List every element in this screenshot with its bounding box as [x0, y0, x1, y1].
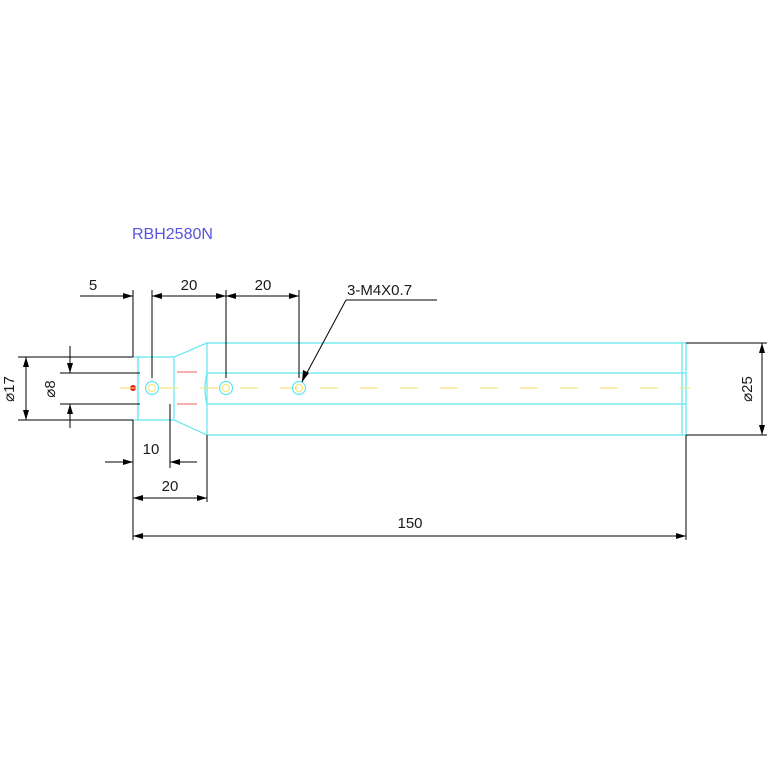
arrow-20b-end	[289, 293, 299, 299]
callout-arrow	[302, 370, 309, 382]
dim-top-chain: 5 20 20	[80, 277, 300, 378]
arrow-5-right	[123, 293, 133, 299]
hole-3-inner	[295, 384, 303, 392]
tapped-holes	[144, 380, 307, 396]
arrow-dia8-bottom	[67, 404, 73, 414]
arrow-20-bottom-right	[197, 495, 207, 501]
hole-3	[291, 380, 307, 396]
dim-20b-text: 20	[255, 277, 272, 294]
dim-20-bottom-text: 20	[162, 478, 179, 495]
arrow-dia17-top	[23, 357, 29, 367]
hole-2	[218, 380, 234, 396]
callout-text: 3-M4X0.7	[347, 282, 412, 299]
arrow-10-left	[123, 459, 133, 465]
dim-20a-text: 20	[181, 277, 198, 294]
arrow-150-right	[676, 533, 686, 539]
arrow-dia8-top	[67, 363, 73, 373]
arrow-5-left	[152, 293, 162, 299]
dim-5-text: 5	[89, 277, 97, 294]
arrow-dia25-bottom	[759, 425, 765, 435]
arrow-150-left	[133, 533, 143, 539]
dim-dia8-text: ⌀8	[42, 380, 59, 397]
arrow-20-bottom-left	[133, 495, 143, 501]
callout-leader	[301, 299, 347, 383]
hole-2-inner	[222, 384, 230, 392]
arrow-dia25-top	[759, 343, 765, 353]
dim-dia25-text: ⌀25	[739, 376, 756, 402]
dim-left-diameters: ⌀17 ⌀8	[1, 346, 140, 428]
arrow-dia17-bottom	[23, 410, 29, 420]
drawing-title: RBH2580N	[132, 226, 213, 243]
thread-callout: 3-M4X0.7	[301, 282, 437, 383]
dim-right-diameter: ⌀25	[686, 342, 767, 436]
hole-1-inner	[148, 384, 156, 392]
dim-bottom-chain: 10 20 150	[105, 404, 687, 540]
arrow-10-right	[170, 459, 180, 465]
hole-1	[144, 380, 160, 396]
arrow-20a-end	[216, 293, 226, 299]
dim-150-text: 150	[397, 515, 422, 532]
dim-10-text: 10	[143, 441, 160, 458]
arrow-20b-start	[226, 293, 236, 299]
dim-dia17-text: ⌀17	[1, 376, 18, 402]
